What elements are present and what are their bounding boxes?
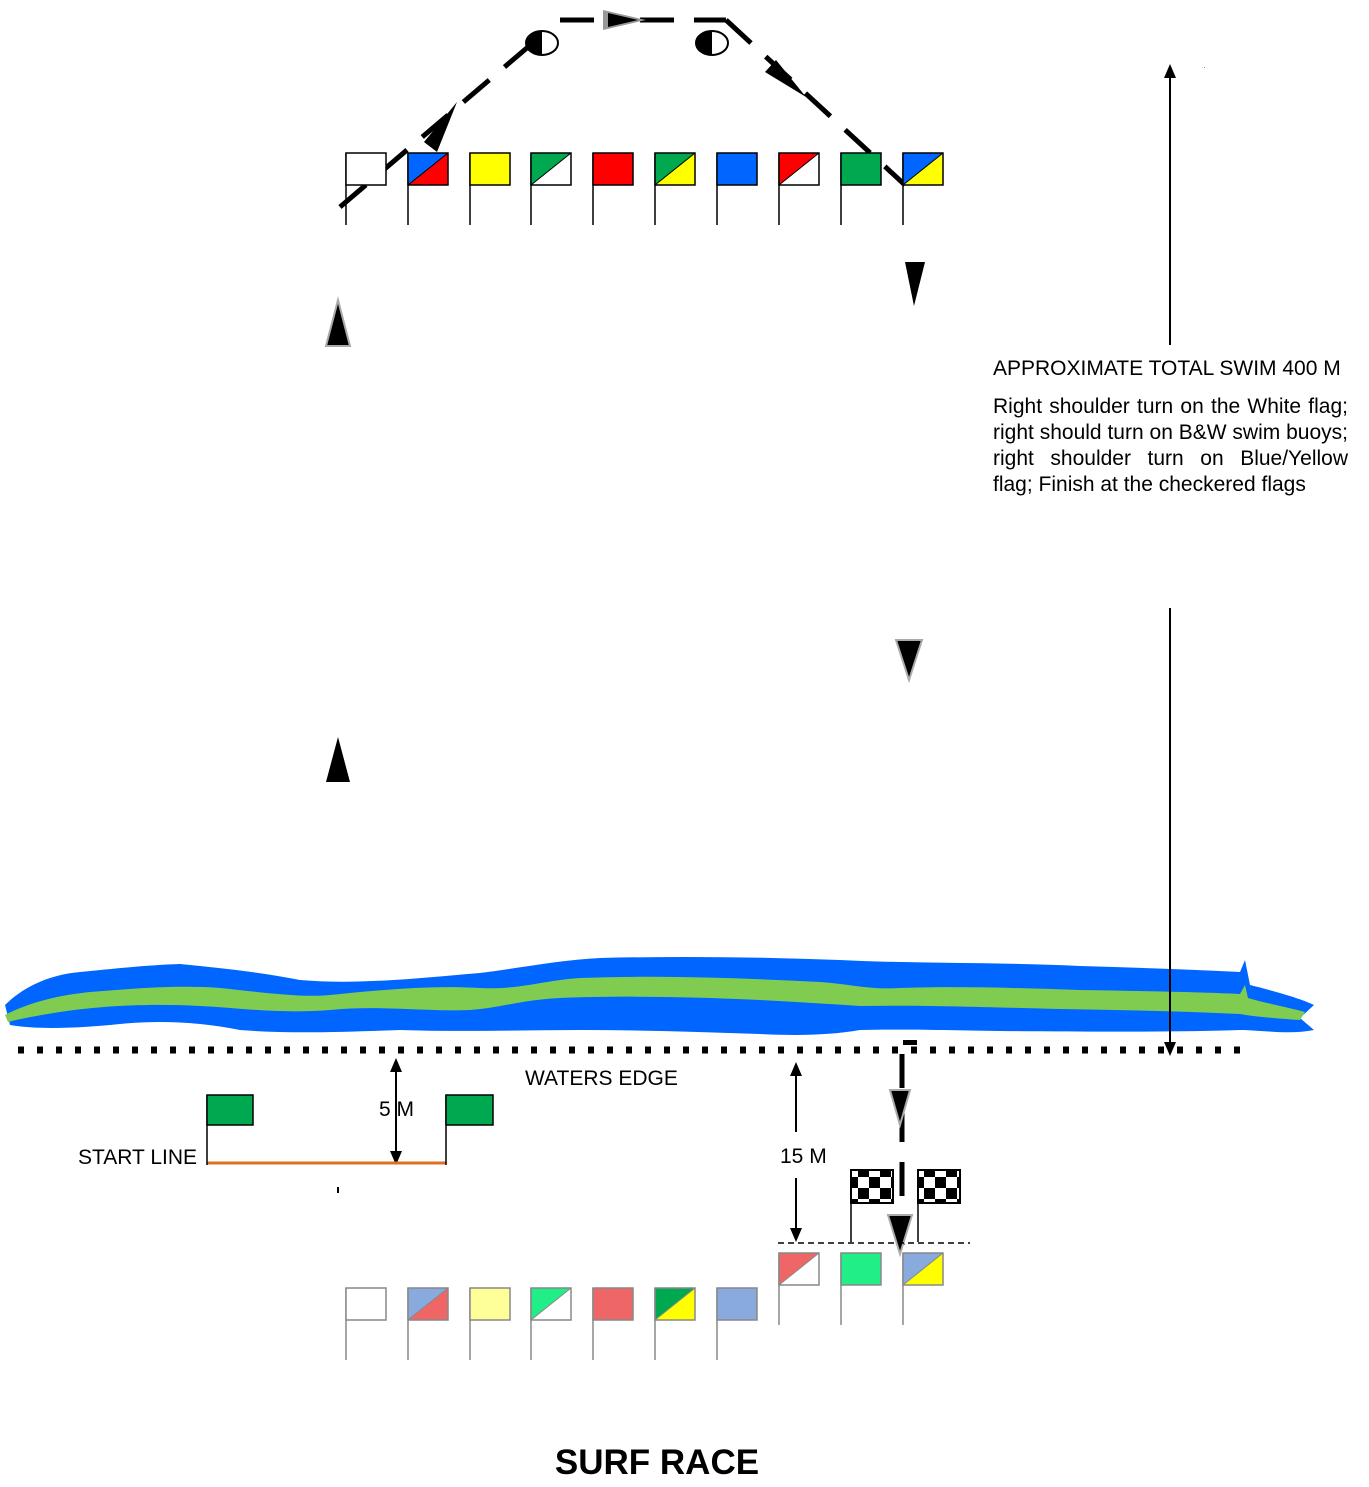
flag-yellow-icon [469, 152, 511, 225]
flag-green-icon [840, 1252, 882, 1325]
swim-buoys [525, 30, 729, 56]
flag-red-icon [592, 152, 634, 225]
start-flag-right-icon [445, 1094, 494, 1165]
arrow-down-4-icon [886, 1214, 914, 1258]
arrow-top-inner-icon [608, 13, 638, 27]
flag-blue-yellow-icon [902, 152, 944, 225]
course-leg-out-diagonal [338, 45, 530, 209]
flag-green-yellow-icon [654, 152, 696, 225]
finish-flags [850, 1169, 961, 1242]
arrow-down-diag-icon [765, 60, 806, 97]
waters-edge-label: WATERS EDGE [525, 1067, 678, 1090]
water-green-stripe [5, 976, 1305, 1022]
dimension-5m [390, 1058, 402, 1165]
water-flag-row [345, 152, 944, 225]
checkered-flag-left-icon [850, 1169, 894, 1242]
start-line-label: START LINE [77, 1146, 198, 1169]
distance-5m-label: 5 M [379, 1098, 415, 1121]
arrow-down-3-icon [888, 1089, 912, 1129]
total-distance-arrow [1164, 64, 1176, 1056]
start-flag-left-icon [206, 1094, 254, 1165]
arrow-down-head-icon [1164, 1042, 1176, 1056]
swim-instructions-text: Right shoulder turn on the White flag; r… [993, 395, 1348, 496]
flag-white-icon [345, 1287, 387, 1360]
swim-info: APPROXIMATE TOTAL SWIM 400 M Right shoul… [993, 356, 1348, 498]
buoy-left-icon [525, 30, 559, 56]
flag-blue-icon [716, 1287, 758, 1360]
finish-marker [903, 1040, 917, 1045]
flag-blue-icon [716, 152, 758, 225]
distance-15m-label: 15 M [780, 1145, 827, 1168]
arrow-down-1-icon [905, 262, 925, 306]
page-title: SURF RACE [554, 1443, 760, 1482]
course-leg-in-diagonal [724, 18, 907, 187]
buoy-right-icon [695, 30, 729, 56]
flag-red-white-icon [778, 1252, 820, 1325]
flag-white-icon [345, 152, 387, 225]
arrow-down-2-icon [894, 639, 924, 684]
tick-mark [337, 1187, 339, 1193]
direction-arrows [324, 10, 925, 1258]
arrow-up-2-icon [326, 737, 350, 782]
flag-red-icon [592, 1287, 634, 1360]
flag-blue-yellow-icon [902, 1252, 944, 1325]
ocean-band [5, 956, 1314, 1035]
arrow-down-head-icon [790, 1228, 802, 1242]
flag-yellow-icon [469, 1287, 511, 1360]
flag-red-white-icon [778, 152, 820, 225]
arrow-diag-icon [424, 102, 457, 152]
start-line [206, 1094, 494, 1193]
flag-green-white-icon [530, 152, 572, 225]
checkered-flag-right-icon [917, 1169, 961, 1242]
flag-green-yellow-icon [654, 1287, 696, 1360]
beach-flag-row [345, 1252, 944, 1360]
swim-total-text: APPROXIMATE TOTAL SWIM 400 M [993, 357, 1341, 380]
dimension-15m [790, 1062, 802, 1242]
arrow-down-head-icon [390, 1151, 402, 1165]
arrow-up-head-icon [390, 1058, 402, 1072]
arrow-up-1-icon [324, 296, 352, 347]
flag-green-white-icon [530, 1287, 572, 1360]
swim-course-path [338, 17, 907, 1245]
arrow-up-head-icon [1164, 64, 1176, 78]
stray-mark [1204, 67, 1205, 68]
flag-blue-red-icon [407, 152, 449, 225]
flag-green-icon [840, 152, 882, 225]
flag-blue-red-icon [407, 1287, 449, 1360]
arrow-up-head-icon [790, 1062, 802, 1076]
